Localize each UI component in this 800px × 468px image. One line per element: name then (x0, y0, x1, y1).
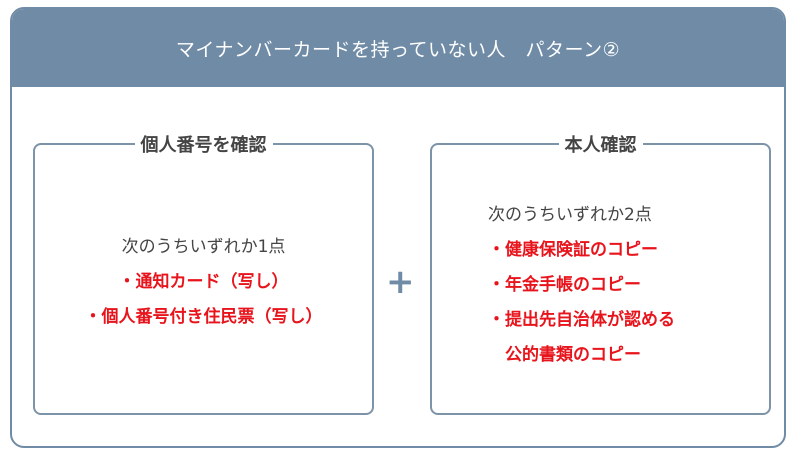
identity-title: 本人確認 (558, 131, 643, 157)
pattern-panel: マイナンバーカードを持っていない人 パターン② (10, 7, 786, 448)
list-item: ・個人番号付き住民票（写し） (84, 307, 323, 327)
plus-icon: + (386, 262, 415, 302)
list-item: ・健康保険証のコピー (488, 240, 658, 260)
list-item: 公的書類のコピー (488, 345, 641, 365)
list-item: ・年金手帳のコピー (488, 275, 641, 295)
personal-number-title: 個人番号を確認 (134, 131, 273, 157)
panel-header: マイナンバーカードを持っていない人 パターン② (12, 9, 784, 87)
identity-content: 次のうちいずれか2点 ・健康保険証のコピー ・年金手帳のコピー ・提出先自治体が… (488, 198, 769, 373)
list-item: ・提出先自治体が認める (488, 310, 675, 330)
personal-number-content: 次のうちいずれか1点 ・通知カード（写し） ・個人番号付き住民票（写し） (35, 230, 372, 335)
identity-intro: 次のうちいずれか2点 (488, 205, 652, 225)
personal-number-box: 個人番号を確認 次のうちいずれか1点 ・通知カード（写し） ・個人番号付き住民票… (33, 131, 374, 415)
identity-box: 本人確認 次のうちいずれか2点 ・健康保険証のコピー ・年金手帳のコピー ・提出… (430, 131, 771, 415)
list-item: ・通知カード（写し） (118, 272, 289, 292)
personal-number-intro: 次のうちいずれか1点 (121, 237, 286, 257)
